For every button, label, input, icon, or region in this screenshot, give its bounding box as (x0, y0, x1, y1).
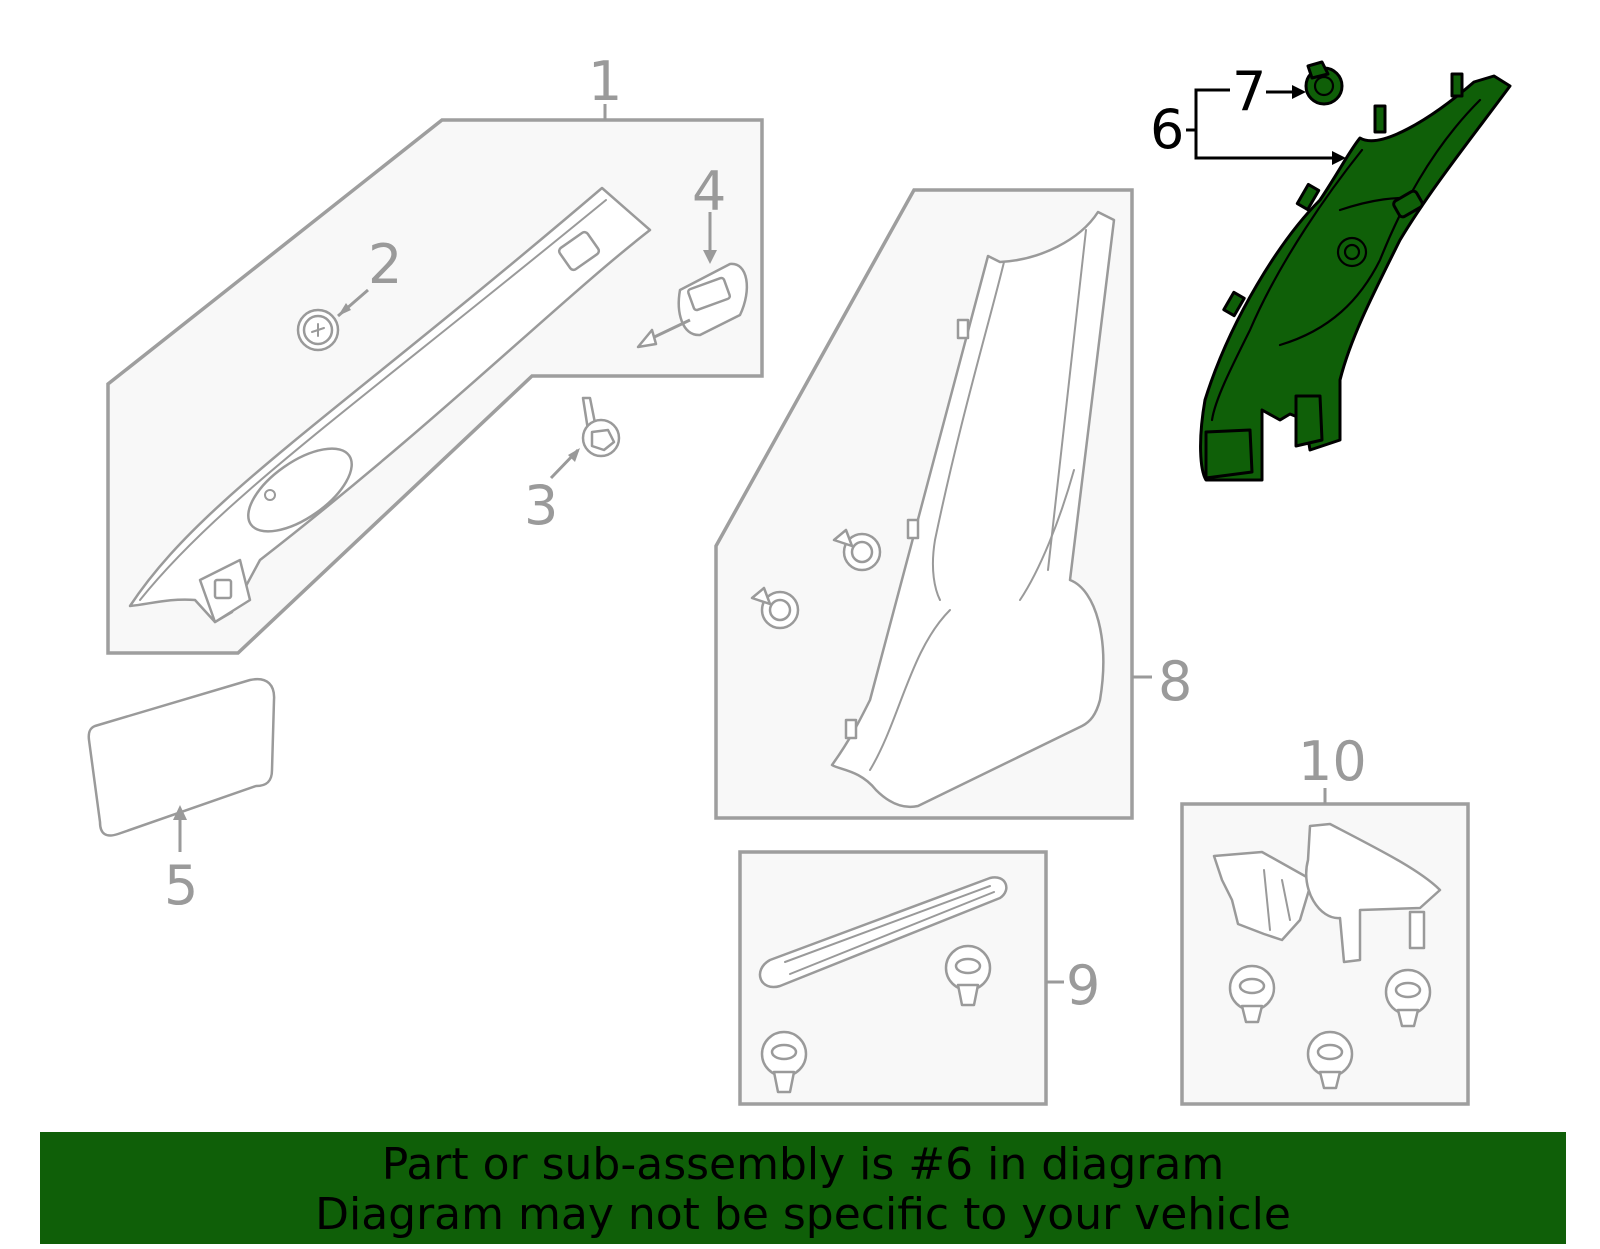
callout-8: 8 (1158, 650, 1192, 713)
part-7-clip[interactable] (1304, 60, 1344, 106)
part-2-clip[interactable] (296, 288, 369, 352)
callout-5: 5 (164, 854, 198, 917)
banner-line-2: Diagram may not be specific to your vehi… (315, 1189, 1291, 1240)
callout-6: 6 (1150, 98, 1184, 161)
part-6-b-pillar-upper-trim[interactable] (1199, 72, 1512, 482)
banner-line-1: Part or sub-assembly is #6 in diagram (381, 1139, 1225, 1190)
part-group-1[interactable] (106, 118, 764, 655)
callout-7: 7 (1232, 60, 1266, 123)
callout-2: 2 (368, 233, 402, 296)
group-10-trim-right (1305, 822, 1442, 964)
group-10-trim-left (1212, 850, 1314, 942)
callout-4: 4 (692, 160, 726, 223)
callout-3: 3 (524, 474, 558, 537)
sill-plate (758, 876, 1008, 989)
callout-10: 10 (1298, 730, 1367, 793)
callout-1: 1 (588, 50, 622, 113)
callout-9: 9 (1066, 954, 1100, 1017)
b-pillar-lower-trim (830, 210, 1116, 809)
part-group-9[interactable] (738, 850, 1064, 1106)
part-group-10[interactable] (1180, 788, 1470, 1106)
info-banner: Part or sub-assembly is #6 in diagram Di… (40, 1132, 1566, 1244)
part-5-pad[interactable] (87, 677, 276, 852)
part-3-bolt[interactable] (549, 396, 621, 480)
part-4-cover[interactable] (636, 212, 748, 349)
part-group-8[interactable] (714, 188, 1152, 820)
